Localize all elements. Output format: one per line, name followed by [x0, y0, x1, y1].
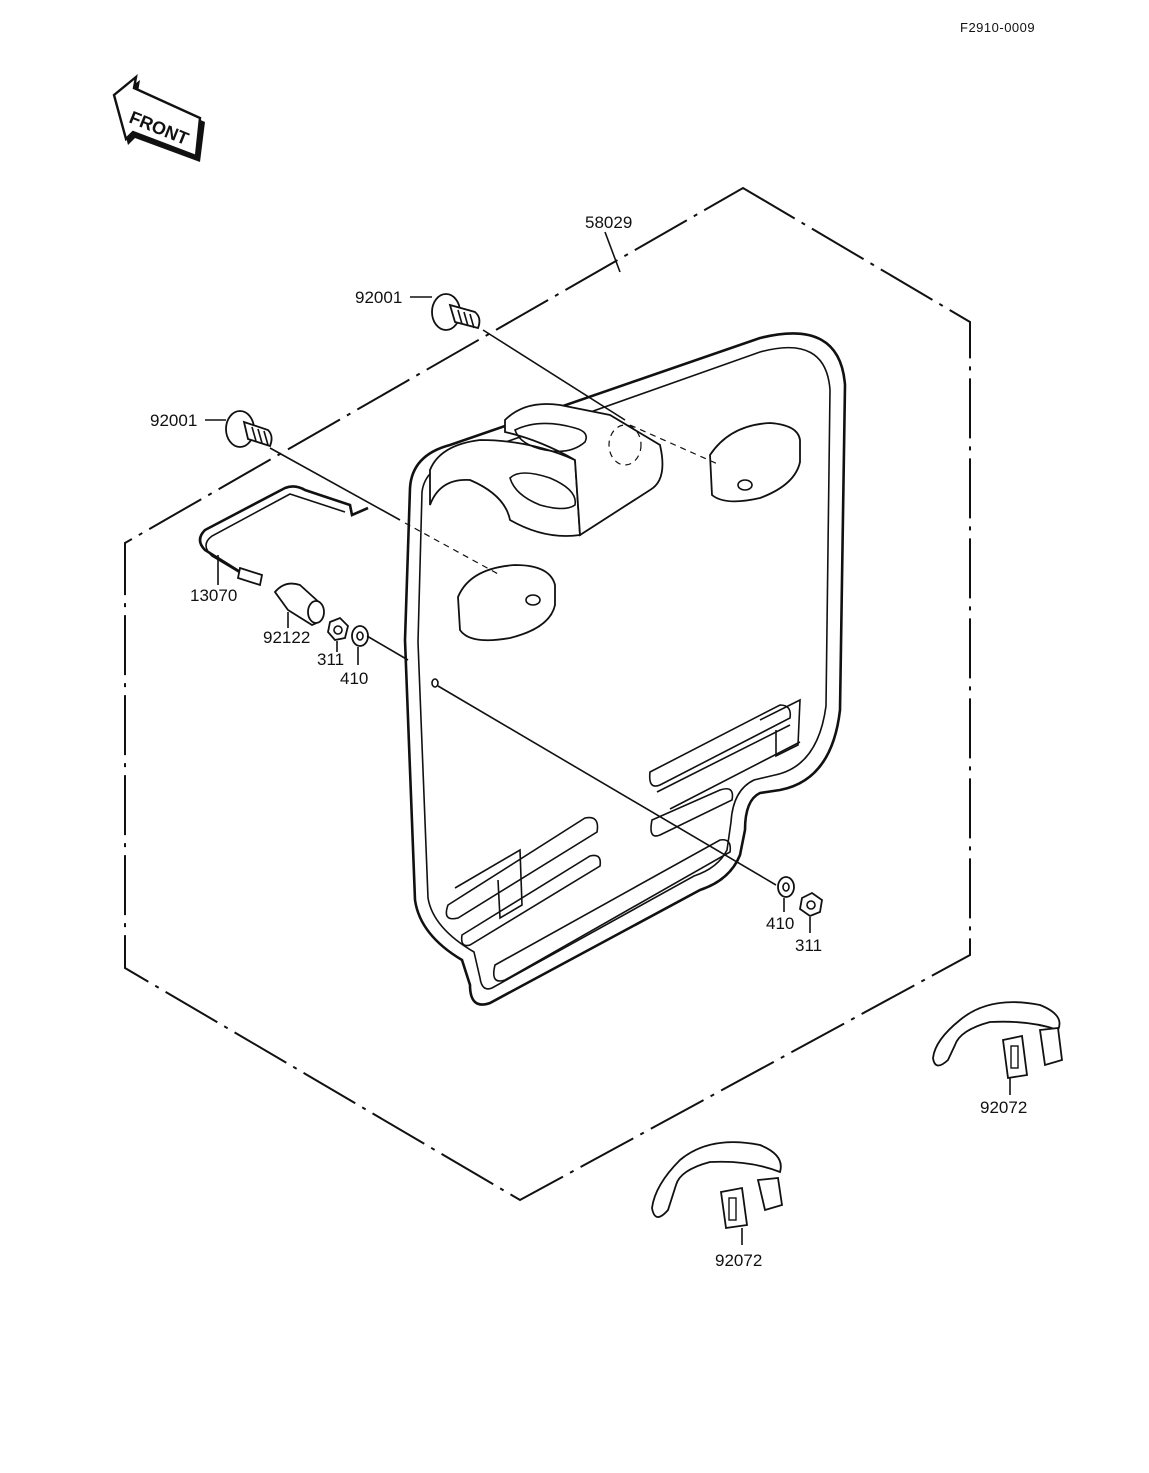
reference-code: F2910-0009: [960, 20, 1035, 35]
bolt-upper-number: 92001: [355, 288, 402, 307]
nut-left: 311: [317, 616, 349, 669]
number-plate: [403, 332, 847, 1006]
stay-number: 13070: [190, 586, 237, 605]
washer-right: 410: [766, 876, 795, 933]
assembly-boundary: [124, 186, 971, 1202]
bolt-lower-number: 92001: [150, 411, 197, 430]
bolt-lower: 92001: [150, 410, 273, 448]
collar-number: 92122: [263, 628, 310, 647]
assembly-lines: [269, 231, 777, 886]
nut-left-number: 311: [317, 650, 344, 669]
washer-right-number: 410: [766, 914, 794, 933]
band-right-number: 92072: [980, 1098, 1027, 1117]
stay-bracket: 13070: [190, 485, 369, 605]
collar: 92122: [263, 582, 325, 647]
front-arrow-icon: FRONT: [112, 74, 205, 162]
bolt-upper: 92001: [355, 288, 481, 331]
band-lower: 92072: [651, 1141, 784, 1270]
nut-right-number: 311: [795, 936, 822, 955]
nut-right: 311: [795, 891, 823, 955]
band-lower-number: 92072: [715, 1251, 762, 1270]
washer-left-number: 410: [340, 669, 368, 688]
band-right: 92072: [932, 1001, 1063, 1117]
washer-left: 410: [340, 625, 369, 688]
plate-number: 58029: [585, 213, 632, 232]
